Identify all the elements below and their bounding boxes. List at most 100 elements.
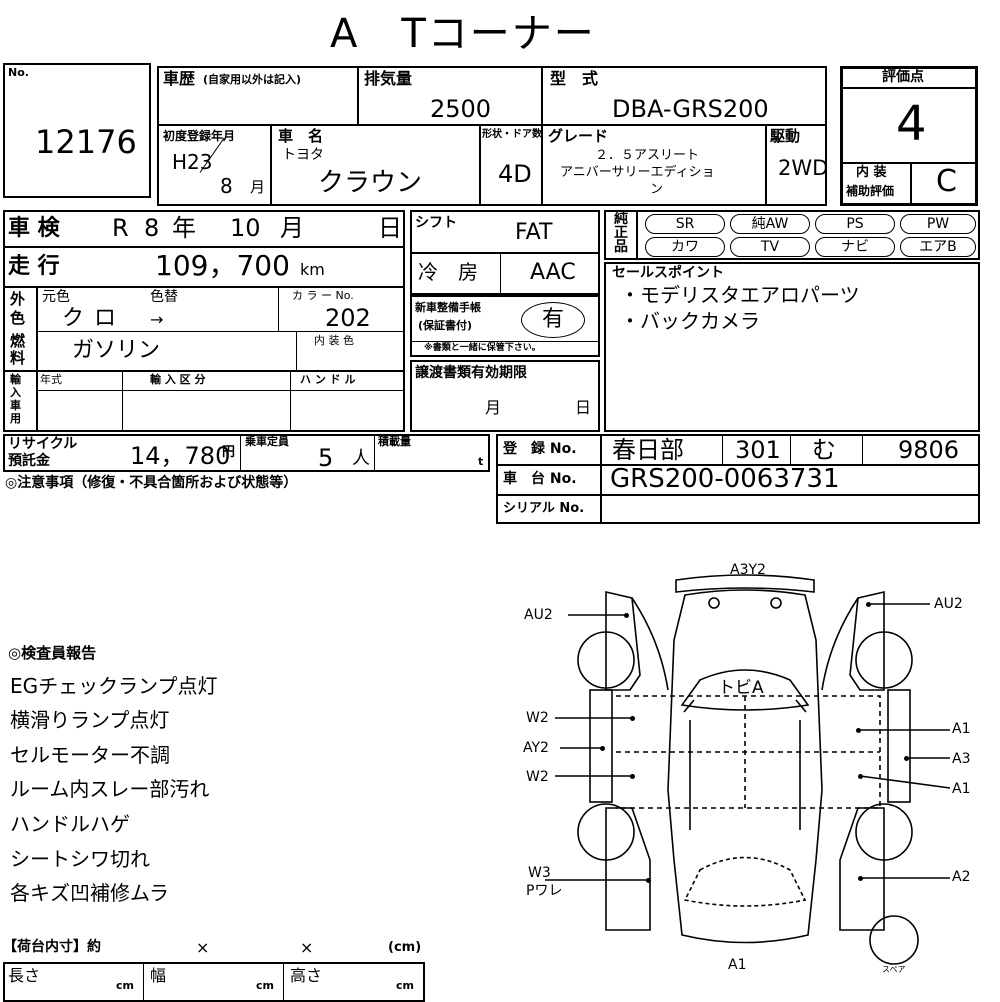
notes-label: ◎注意事項（修復・不具合箇所および状態等）: [5, 475, 298, 491]
recycle-label-1: リサイクル: [8, 436, 78, 452]
recycle-value: 14，780: [130, 442, 231, 470]
cargo-width-label: 幅: [150, 966, 167, 985]
serial-label: シリアル No.: [503, 501, 585, 516]
import-handle-label: ハ ン ド ル: [300, 373, 356, 386]
score-value: 4: [896, 96, 927, 152]
capacity-value: 5: [318, 444, 334, 472]
shift-value: FAT: [515, 220, 553, 245]
damage-marker: [600, 746, 605, 751]
import-type-label: 輸 入 区 分: [150, 373, 206, 386]
cargo-x2: ×: [300, 938, 314, 957]
model-value: DBA-GRS200: [612, 95, 769, 123]
first-reg-month: 8: [220, 174, 233, 198]
ext-color-label-2: 色: [10, 309, 26, 327]
original-color: クロ: [62, 306, 127, 331]
damage-label-left-front-door: W2: [526, 710, 549, 726]
registration-area: 春日部: [612, 436, 684, 464]
inspector-item: 各キズ凹補修ムラ: [10, 881, 169, 905]
transfer-label: 譲渡書類有効期限: [415, 365, 527, 381]
score-label: 評価点: [882, 69, 924, 85]
page-title: A Tコーナー: [330, 11, 596, 57]
changed-color: →: [150, 310, 164, 329]
option-sr: SR: [645, 214, 725, 234]
damage-marker: [646, 878, 651, 883]
damage-label-right-front-door: A1: [952, 721, 971, 737]
capacity-label: 乗車定員: [245, 435, 289, 448]
inspector-item: EGチェックランプ点灯: [10, 674, 218, 698]
lot-no-label: No.: [8, 66, 29, 79]
transfer-box: [410, 360, 600, 432]
damage-marker: [630, 716, 635, 721]
damage-label-front: A3Y2: [730, 562, 766, 578]
damage-label-rear: A1: [728, 957, 747, 973]
sales-label: セールスポイント: [612, 265, 724, 281]
option-airbag: エアB: [900, 237, 976, 257]
inspection-year-unit: 年: [172, 214, 196, 242]
shift-label: シフト: [415, 215, 457, 231]
manual-label-2: (保証書付): [418, 319, 473, 332]
option-navi: ナビ: [815, 237, 895, 257]
color-code: 202: [325, 304, 371, 332]
cargo-label: 【荷台内寸】約: [3, 939, 101, 955]
first-reg-era: H23: [172, 150, 213, 174]
option-leather: カワ: [645, 237, 725, 257]
score-box: [840, 66, 978, 206]
interior-score-value: C: [936, 164, 957, 199]
damage-marker: [858, 774, 863, 779]
displacement-label: 排気量: [364, 69, 413, 88]
changed-color-label: 色替: [150, 289, 178, 305]
mileage-value: 109，700: [155, 249, 290, 282]
inspection-label: 車 検: [8, 216, 60, 241]
cargo-height-unit: cm: [396, 979, 414, 992]
option-alloy-wheel: 純AW: [730, 214, 810, 234]
damage-label-roof: トビA: [718, 678, 764, 698]
spec-table-top: [157, 66, 827, 206]
damage-label-left-sill: AY2: [523, 740, 549, 756]
import-label-3: 車: [10, 399, 21, 412]
fuel-label-2: 料: [10, 349, 26, 367]
capacity-unit: 人: [352, 448, 370, 469]
registration-class: 301: [735, 436, 781, 464]
history-label: 車歴: [163, 69, 196, 88]
original-color-label: 元色: [42, 289, 70, 305]
cargo-x1: ×: [196, 938, 210, 957]
inspection-month-unit: 月: [280, 214, 304, 242]
drive-value: 2WD: [778, 156, 829, 180]
first-reg-label: 初度登録年月: [163, 129, 236, 143]
damage-label-left-rear-door: W2: [526, 769, 549, 785]
damage-label-left-front-fender: AU2: [524, 607, 553, 623]
recycle-label-2: 預託金: [8, 453, 50, 469]
interior-label-1: 内 装: [856, 165, 887, 180]
inspector-title: ◎検査員報告: [8, 644, 97, 662]
fuel-value: ガソリン: [72, 338, 161, 363]
inspector-item: ハンドルハゲ: [10, 812, 130, 836]
damage-marker: [856, 728, 861, 733]
option-tv: TV: [730, 237, 810, 257]
transfer-month-unit: 月: [485, 398, 502, 417]
displacement-value: 2500: [430, 95, 492, 123]
spare-tire-label: スペア: [882, 965, 906, 974]
car-name-label: 車 名: [278, 127, 324, 145]
grade-line2: アニバーサリーエディショ: [560, 165, 715, 180]
damage-marker: [904, 756, 909, 761]
import-label-2: 入: [10, 386, 21, 399]
genuine-label-3: 品: [614, 239, 628, 255]
car-maker: トヨタ: [282, 147, 324, 163]
history-note: (自家用以外は記入): [203, 73, 302, 86]
registration-kana: む: [812, 436, 836, 464]
inspection-year: 8: [144, 214, 160, 242]
grade-line1: ２．５アスリート: [595, 148, 700, 163]
ext-color-label-1: 外: [10, 290, 26, 308]
fuel-label-1: 燃: [10, 332, 26, 350]
cargo-width-unit: cm: [256, 979, 274, 992]
damage-label-right-rear: A2: [952, 869, 971, 885]
recycle-unit: 円: [222, 445, 236, 460]
registration-number: 9806: [898, 436, 960, 464]
damage-marker: [866, 602, 871, 607]
load-unit: t: [478, 455, 484, 468]
lot-box: [3, 63, 151, 198]
damage-label-right-rear-door: A1: [952, 781, 971, 797]
cargo-length-unit: cm: [116, 979, 134, 992]
inspector-item: ルーム内スレー部汚れ: [10, 777, 210, 801]
